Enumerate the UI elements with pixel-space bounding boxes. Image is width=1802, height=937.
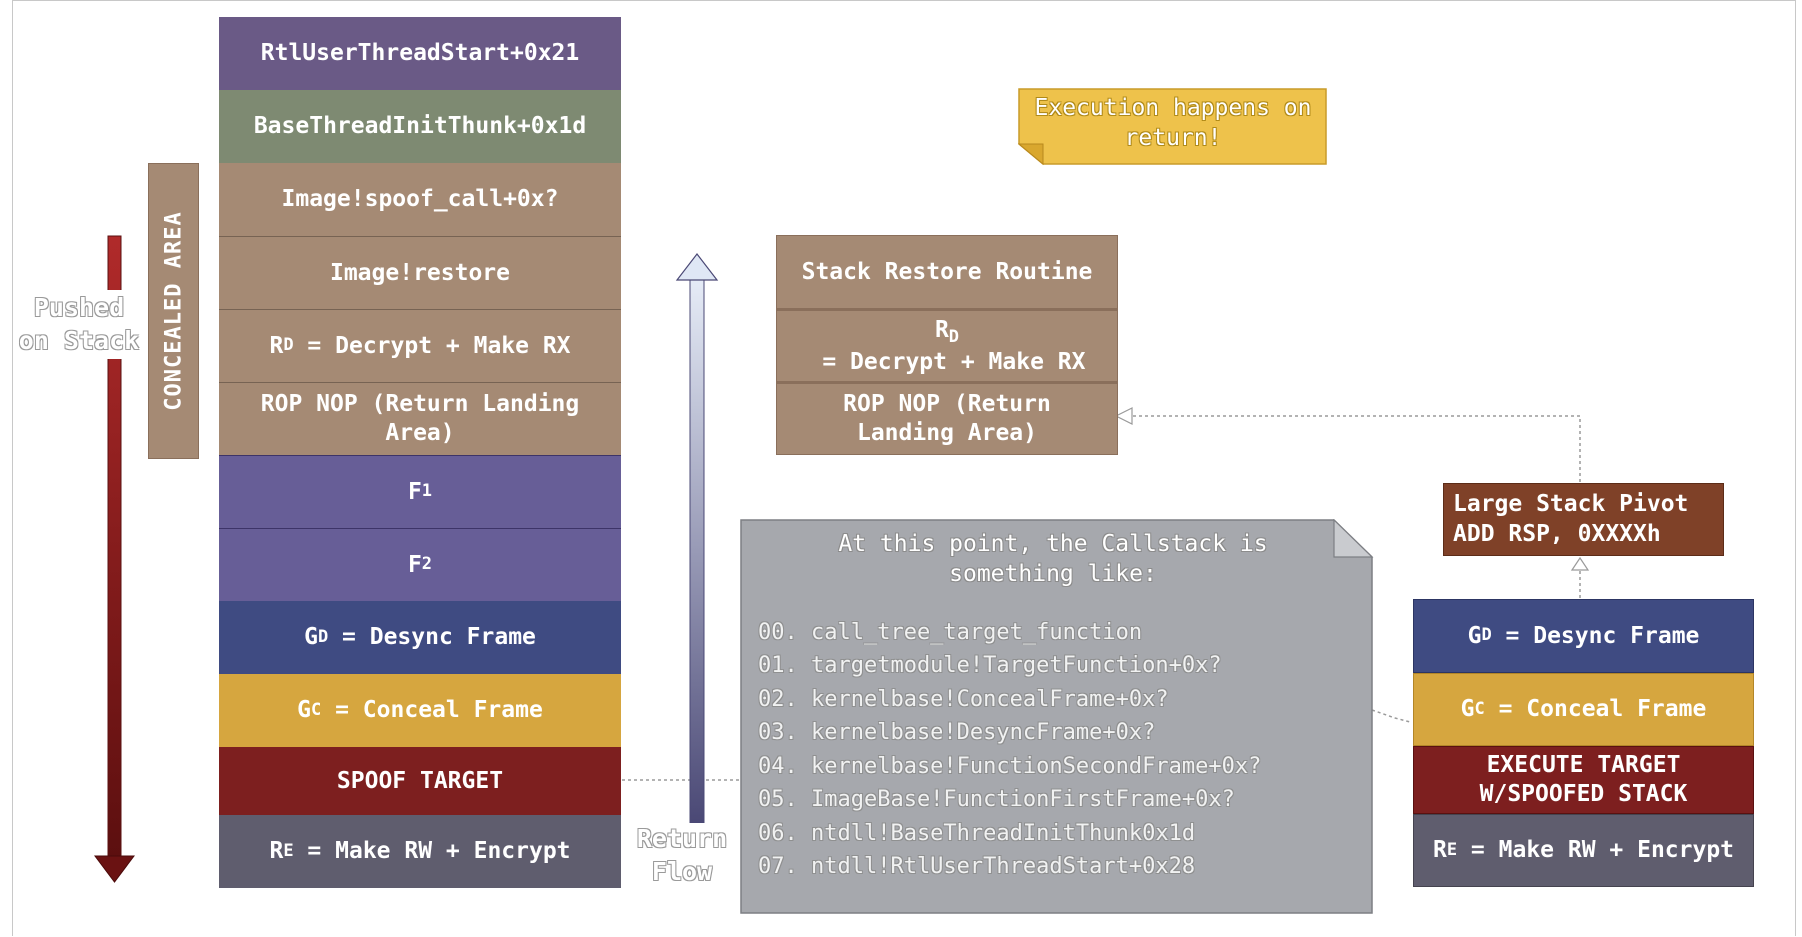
stack-row-basethreadinitthunk: BaseThreadInitThunk+0x1d xyxy=(219,90,621,163)
stack-row-spoof-target: SPOOF TARGET xyxy=(219,747,621,815)
note-line: 02. kernelbase!ConcealFrame+0x? xyxy=(758,686,1169,712)
pushed-arrow-icon xyxy=(94,235,135,883)
return-flow-label: Return Flow xyxy=(632,823,732,888)
note-lines: 00. call_tree_target_function 01. target… xyxy=(758,616,1348,884)
note-shape xyxy=(740,519,1374,914)
execute-target-line-1: EXECUTE TARGET xyxy=(1486,752,1681,779)
callstack-note: At this point, the Callstack is somethin… xyxy=(758,530,1348,910)
stack-row-restore: Image!restore xyxy=(219,236,621,309)
restore-routine-rop-nop: ROP NOP (Return Landing Area) xyxy=(776,382,1118,455)
pushed-on-stack-label: Pushed on Stack xyxy=(14,290,144,359)
note-line: 01. targetmodule!TargetFunction+0x? xyxy=(758,653,1222,679)
callout: Execution happens on return! xyxy=(1020,92,1326,156)
return-flow-arrow-icon xyxy=(675,253,719,825)
note-line: 03. kernelbase!DesyncFrame+0x? xyxy=(758,720,1156,746)
note-line: 07. ntdll!RtlUserThreadStart+0x28 xyxy=(758,854,1196,880)
concealed-area-bar: CONCEALED AREA xyxy=(148,163,199,459)
callout-shape xyxy=(1018,88,1327,166)
pivot-arrowhead xyxy=(1570,556,1590,571)
restore-routine-title: Stack Restore Routine xyxy=(776,235,1118,309)
restore-arrowhead xyxy=(1114,407,1133,425)
stack-pivot-box: Large Stack Pivot ADD RSP, 0XXXXh xyxy=(1443,483,1724,556)
right-stack-execute-target: EXECUTE TARGET W/SPOOFED STACK xyxy=(1413,746,1754,814)
restore-routine-decrypt: RD = Decrypt + Make RX xyxy=(776,309,1118,382)
connector-pivot-to-restore xyxy=(1122,415,1581,482)
pivot-line-1: Large Stack Pivot xyxy=(1453,490,1689,517)
stack-row-spoof-call: Image!spoof_call+0x? xyxy=(219,163,621,236)
note-line: 00. call_tree_target_function xyxy=(758,619,1143,645)
pivot-line-2: ADD RSP, 0XXXXh xyxy=(1453,520,1661,547)
note-line: 06. ntdll!BaseThreadInitThunk0x1d xyxy=(758,820,1196,846)
stack-row-rtluserthreadstart: RtlUserThreadStart+0x21 xyxy=(219,17,621,90)
concealed-area-label: CONCEALED AREA xyxy=(161,211,186,411)
stack-row-rop-nop: ROP NOP (Return Landing Area) xyxy=(219,382,621,455)
callout-text: Execution happens on return! xyxy=(1034,95,1312,151)
note-title: At this point, the Callstack is somethin… xyxy=(838,531,1268,587)
diagram-frame xyxy=(12,0,1796,936)
connector-note-to-right-stack xyxy=(1371,709,1411,723)
note-line: 05. ImageBase!FunctionFirstFrame+0x? xyxy=(758,787,1235,813)
note-line: 04. kernelbase!FunctionSecondFrame+0x? xyxy=(758,753,1262,779)
execute-target-line-2: W/SPOOFED STACK xyxy=(1479,781,1688,807)
